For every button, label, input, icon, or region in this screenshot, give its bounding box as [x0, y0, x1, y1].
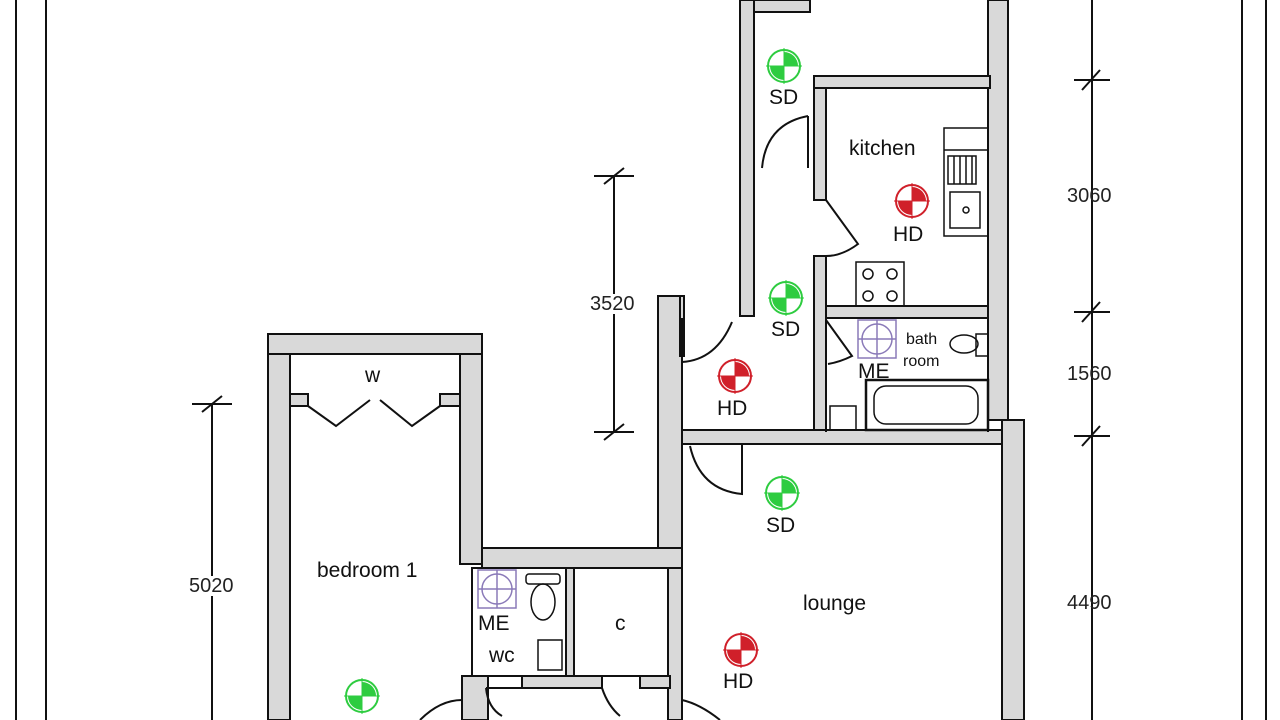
- wardrobe-label: w: [365, 364, 381, 387]
- smoke-detector-label: SD: [771, 318, 801, 341]
- page-frame: [15, 0, 1267, 720]
- doors: [307, 115, 860, 720]
- bathroom-label-2: room: [903, 353, 940, 370]
- lounge-label: lounge: [803, 592, 867, 615]
- heat-detector-icon: [894, 183, 930, 219]
- smoke-detector-icon: [344, 678, 380, 714]
- extract-fan-label: ME: [478, 612, 510, 635]
- extract-fan-icon: [857, 319, 897, 359]
- dimension-label: 4490: [1067, 592, 1112, 614]
- extract-fan-label: ME: [858, 360, 890, 383]
- dimension-lines: [192, 0, 1110, 720]
- smoke-detector-icon: [764, 475, 800, 511]
- heat-detector-label: HD: [717, 397, 748, 420]
- extract-fan-icon: [477, 569, 517, 609]
- wc-label: wc: [489, 644, 515, 667]
- bedroom-label: bedroom 1: [317, 559, 418, 582]
- heat-detector-icon: [723, 632, 759, 668]
- dimension-label: 3520: [590, 293, 635, 315]
- wc-fittings: [525, 573, 563, 671]
- bathroom-label: bath: [906, 331, 938, 348]
- smoke-detector-icon: [768, 280, 804, 316]
- kitchen-fittings: [855, 127, 989, 307]
- kitchen-label: kitchen: [849, 137, 916, 160]
- heat-detector-icon: [717, 358, 753, 394]
- dimension-label: 1560: [1067, 363, 1112, 385]
- smoke-detector-icon: [766, 48, 802, 84]
- bathroom-fittings: [829, 333, 990, 432]
- detector-symbols: [344, 48, 930, 714]
- cupboard-label: c: [615, 612, 626, 635]
- heat-detector-label: HD: [723, 670, 754, 693]
- dimension-label: 5020: [189, 575, 234, 597]
- smoke-detector-label: SD: [766, 514, 796, 537]
- smoke-detector-label: SD: [769, 86, 799, 109]
- dimension-label: 3060: [1067, 185, 1112, 207]
- heat-detector-label: HD: [893, 223, 924, 246]
